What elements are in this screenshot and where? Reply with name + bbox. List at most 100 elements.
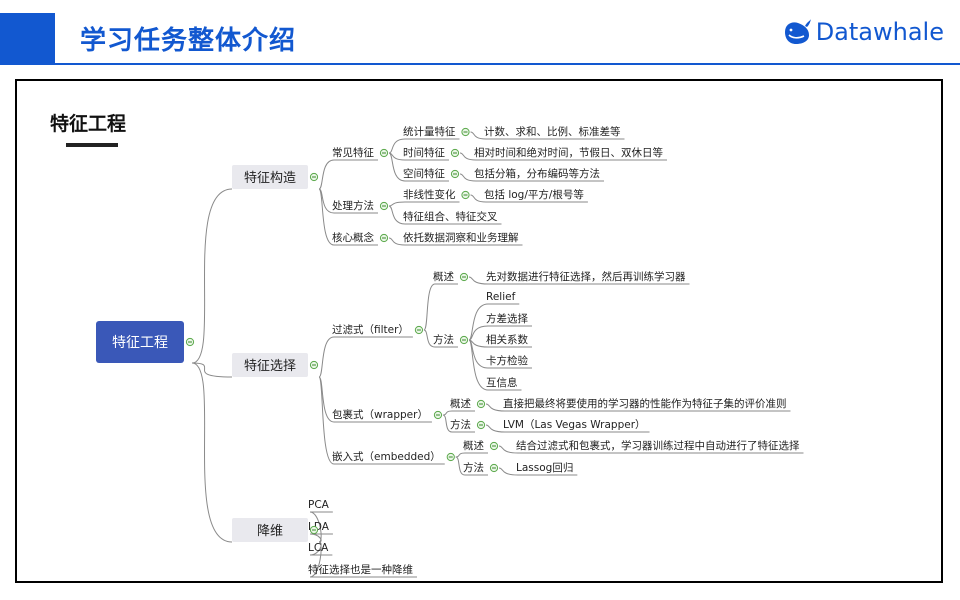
topic-node[interactable]: 相关系数 — [486, 333, 528, 346]
topic-node[interactable]: 结合过滤式和包裹式，学习器训练过程中自动进行了特征选择 — [516, 439, 800, 452]
content-frame — [15, 79, 943, 583]
mindmap-edge — [318, 336, 413, 378]
topic-node[interactable]: 核心概念 — [332, 231, 374, 244]
mindmap-edge — [498, 445, 804, 454]
mindmap-heading: 特征工程 — [50, 112, 126, 135]
topic-node[interactable]: 嵌入式（embedded） — [332, 450, 441, 463]
topic-node-label: 先对数据进行特征选择，然后再训练学习器 — [486, 270, 686, 283]
topic-node[interactable]: 概述 — [450, 397, 471, 410]
mindmap-edge — [309, 511, 333, 543]
mindmap-edge — [455, 452, 488, 458]
slide-title: 学习任务整体介绍 — [80, 26, 297, 56]
topic-node-label: 过滤式（filter） — [332, 323, 409, 336]
topic-node[interactable]: 处理方法 — [332, 199, 374, 212]
topic-node[interactable]: 特征组合、特征交叉 — [403, 210, 498, 223]
topic-node[interactable]: 互信息 — [486, 376, 518, 389]
topic-node-label: 处理方法 — [332, 199, 374, 212]
topic-node[interactable]: 直接把最终将要使用的学习器的性能作为特征子集的评价准则 — [503, 397, 787, 410]
topic-node-label: 包裹式（wrapper） — [332, 408, 428, 421]
root-node-box — [96, 321, 184, 363]
mindmap-edge — [423, 329, 458, 348]
topic-node[interactable]: LCA — [308, 542, 329, 554]
topic-node[interactable]: 方法 — [433, 333, 454, 346]
mindmap-edge — [459, 173, 604, 182]
topic-node[interactable]: Relief — [486, 291, 516, 303]
branch-node[interactable]: 特征构造 — [232, 165, 308, 189]
topic-node-label: 统计量特征 — [403, 125, 456, 138]
mindmap-edge — [459, 152, 667, 161]
topic-node-label: 方差选择 — [486, 312, 528, 325]
topic-node[interactable]: 卡方检验 — [486, 354, 528, 367]
branch-node[interactable]: 降维 — [232, 518, 308, 542]
branch-node-label: 特征构造 — [244, 171, 296, 186]
topic-node[interactable]: PCA — [308, 499, 330, 511]
mindmap-edge — [318, 159, 378, 190]
topic-node[interactable]: 方法 — [463, 461, 484, 474]
topic-node-label: 方法 — [433, 333, 454, 346]
mindmap-edge — [191, 362, 233, 378]
topic-node[interactable]: 相对时间和绝对时间，节假日、双休日等 — [474, 146, 663, 159]
topic-node-label: 非线性变化 — [403, 188, 456, 201]
mindmap-edge — [388, 205, 502, 225]
topic-node-label: 方法 — [463, 461, 484, 474]
mindmap-edge — [470, 131, 625, 140]
mindmap-edge — [309, 533, 333, 543]
topic-node-label: 常见特征 — [332, 146, 374, 159]
mindmap-edge — [191, 362, 233, 543]
topic-node-label: 概述 — [463, 439, 484, 452]
mindmap-edge — [318, 376, 445, 465]
topic-node[interactable]: 先对数据进行特征选择，然后再训练学习器 — [486, 270, 686, 283]
mindmap-edge — [388, 152, 449, 161]
mindmap-edge — [388, 138, 460, 154]
topic-node-label: 卡方检验 — [486, 354, 528, 367]
branch-node[interactable]: 特征选择 — [232, 353, 308, 377]
topic-node[interactable]: 包裹式（wrapper） — [332, 408, 428, 421]
topic-node-label: 概述 — [450, 397, 471, 410]
topic-node-label: 时间特征 — [403, 146, 445, 159]
topic-node-label: 相对时间和绝对时间，节假日、双休日等 — [474, 146, 663, 159]
mindmap-edge — [468, 303, 520, 341]
mindmap-edge — [309, 541, 417, 578]
topic-node[interactable]: 时间特征 — [403, 146, 445, 159]
topic-node[interactable]: 依托数据洞察和业务理解 — [403, 231, 519, 244]
topic-node[interactable]: 统计量特征 — [403, 125, 456, 138]
topic-node[interactable]: 概述 — [463, 439, 484, 452]
mindmap-edge — [485, 403, 791, 412]
mindmap-edge — [442, 410, 475, 416]
topic-node[interactable]: 特征选择也是一种降维 — [308, 563, 413, 576]
topic-node-label: 特征选择也是一种降维 — [308, 563, 413, 576]
mindmap-edge — [388, 201, 460, 207]
header-accent-block — [0, 13, 55, 65]
topic-node-label: Relief — [486, 291, 516, 303]
topic-node[interactable]: 过滤式（filter） — [332, 323, 409, 336]
topic-node[interactable]: Lassog回归 — [516, 461, 573, 474]
topic-node[interactable]: 常见特征 — [332, 146, 374, 159]
topic-node[interactable]: 概述 — [433, 270, 454, 283]
topic-node[interactable]: LVM（Las Vegas Wrapper） — [503, 419, 646, 431]
logo-text: Datawhale — [815, 18, 944, 46]
branch-node-label: 特征选择 — [244, 359, 296, 374]
topic-node[interactable]: 包括分箱，分布编码等方法 — [474, 167, 600, 180]
topic-node[interactable]: 空间特征 — [403, 167, 445, 180]
mindmap-edge — [318, 188, 378, 246]
mindmap-edge — [468, 339, 532, 348]
mindmap-edge — [455, 456, 488, 476]
topic-node[interactable]: 非线性变化 — [403, 188, 456, 201]
mindmap-edge — [468, 325, 532, 341]
topic-node[interactable]: 计数、求和、比例、标准差等 — [484, 125, 621, 138]
topic-node-label: 依托数据洞察和业务理解 — [403, 231, 519, 244]
topic-node-label: Lassog回归 — [516, 461, 573, 474]
root-node[interactable]: 特征工程 — [96, 321, 184, 363]
mindmap-edge — [191, 188, 233, 364]
topic-node[interactable]: 方法 — [450, 418, 471, 431]
topic-node-label: 包括分箱，分布编码等方法 — [474, 167, 600, 180]
datawhale-logo: Datawhale — [782, 18, 944, 46]
topic-node[interactable]: 方差选择 — [486, 312, 528, 325]
mindmap-edge — [470, 194, 588, 203]
heading-underline — [66, 143, 118, 147]
topic-node[interactable]: 包括 log/平方/根号等 — [484, 188, 584, 201]
branch-node-box — [232, 353, 308, 377]
mindmap-edge — [442, 414, 475, 433]
mindmap-edge — [468, 276, 690, 285]
